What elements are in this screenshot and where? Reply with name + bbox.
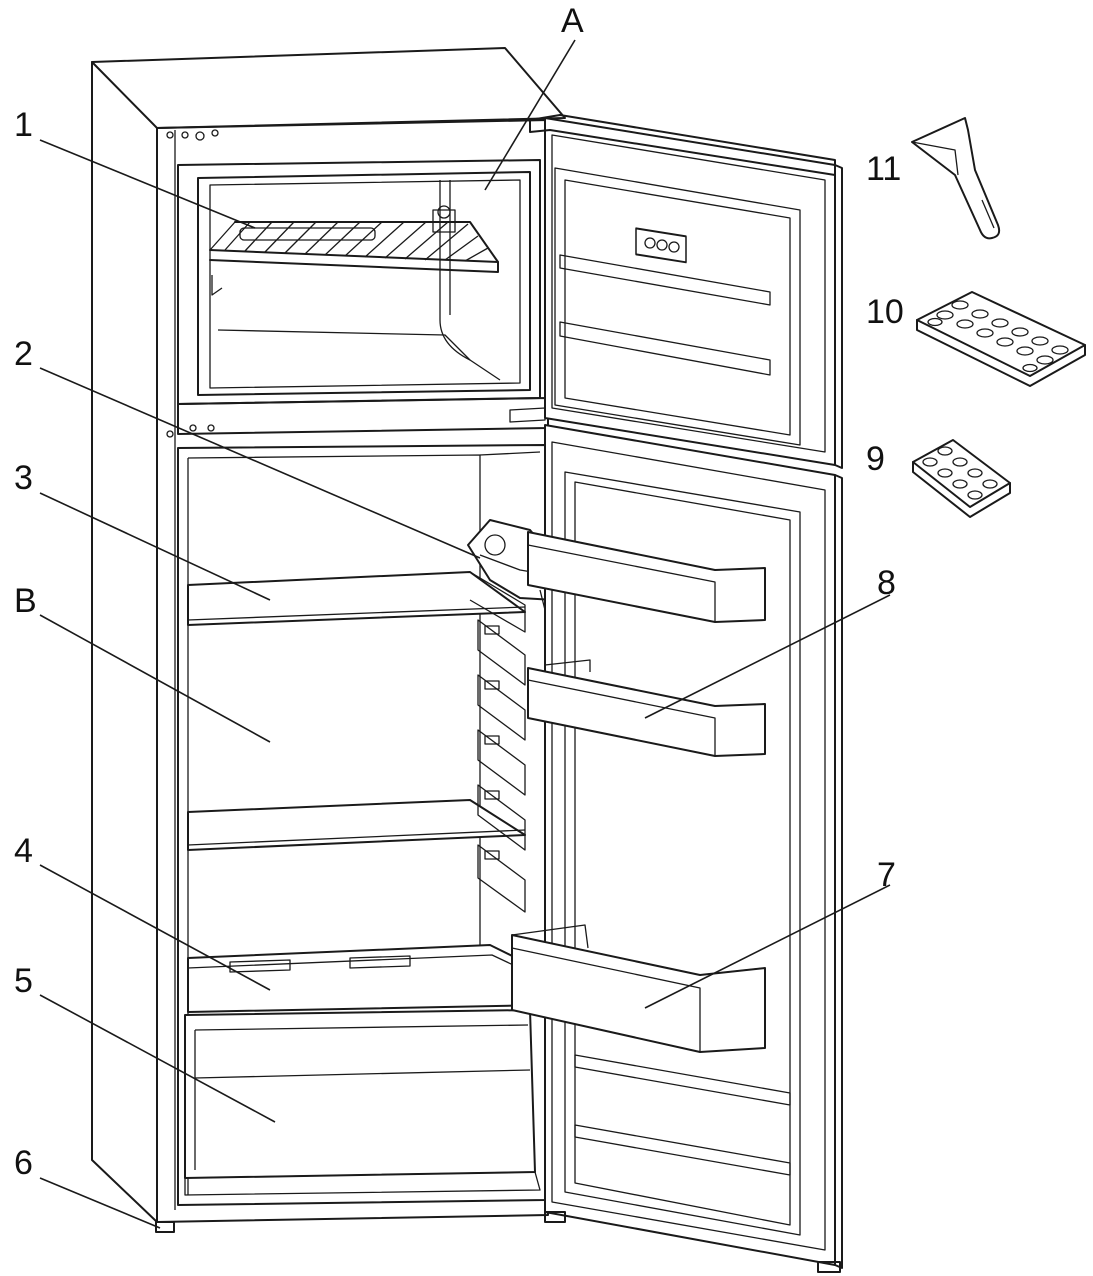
leader-5 bbox=[39, 994, 276, 1123]
callout-1: 1 bbox=[14, 106, 33, 144]
callout-10: 10 bbox=[866, 293, 904, 331]
door-shelf-middle bbox=[527, 659, 766, 757]
callout-A: A bbox=[561, 2, 584, 40]
leader-A bbox=[484, 39, 576, 191]
callout-11: 11 bbox=[866, 150, 902, 188]
leader-7 bbox=[644, 884, 891, 1009]
ice-tray-icon bbox=[916, 291, 1086, 387]
callout-8: 8 bbox=[877, 564, 896, 602]
glass-shelf-upper bbox=[187, 571, 526, 633]
callout-9: 9 bbox=[866, 440, 885, 478]
crisper-cover bbox=[187, 944, 546, 1013]
freezer-compartment bbox=[177, 159, 549, 435]
fridge-door bbox=[544, 424, 843, 1273]
freezer-wire-shelf bbox=[209, 205, 499, 296]
glass-shelf-middle bbox=[187, 799, 526, 851]
callout-B: B bbox=[14, 582, 37, 620]
shelf-support-rails bbox=[477, 619, 526, 913]
egg-tray-icon bbox=[912, 439, 1011, 518]
leader-6 bbox=[39, 1177, 161, 1229]
leader-lines bbox=[39, 39, 891, 1229]
leader-8 bbox=[644, 594, 891, 719]
callout-3: 3 bbox=[14, 459, 33, 497]
callout-4: 4 bbox=[14, 832, 33, 870]
callout-7: 7 bbox=[877, 856, 896, 894]
callout-6: 6 bbox=[14, 1144, 33, 1182]
door-shelf-upper bbox=[527, 531, 766, 623]
leader-2 bbox=[39, 367, 481, 559]
freezer-door bbox=[529, 114, 843, 469]
crisper-drawer bbox=[184, 1009, 541, 1196]
leader-3 bbox=[39, 492, 271, 601]
leader-B bbox=[39, 614, 271, 743]
door-bottle-shelf bbox=[511, 924, 766, 1053]
leader-4 bbox=[39, 864, 271, 991]
ice-scraper-icon bbox=[911, 117, 1001, 240]
leader-1 bbox=[39, 139, 256, 229]
callout-5: 5 bbox=[14, 962, 33, 1000]
callout-2: 2 bbox=[14, 335, 33, 373]
